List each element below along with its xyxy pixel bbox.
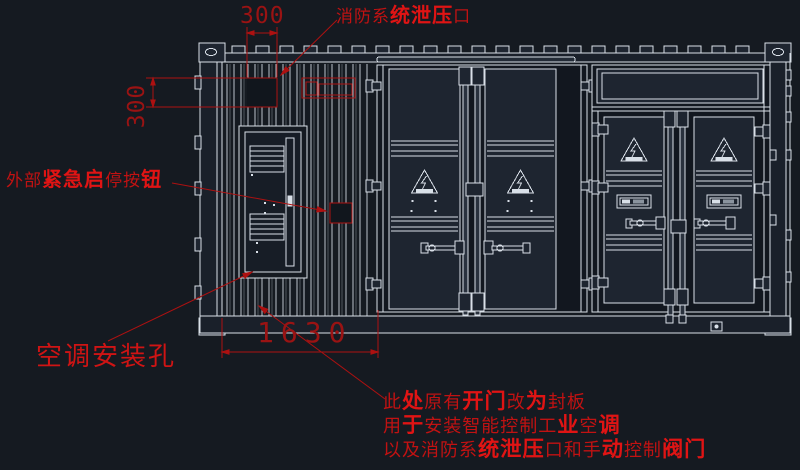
right-left-door-leaf [606,136,666,251]
ac-hole-leader [107,271,254,342]
relief-port-label: 消防系统泄压口 [336,5,472,27]
warning-triangle [506,168,535,194]
dim-left-300-lines [146,76,278,109]
relief-port-hole [247,78,277,107]
note-line-2: 用于安装智能控制工业空调 [383,413,621,437]
middle-door-section [365,56,597,316]
right-corner-post [768,53,792,333]
warning-triangle [620,136,648,162]
emergency-stop-label: 外部紧急启停按钮 [6,169,163,191]
container-linework [194,42,792,336]
right-door-section [591,64,771,324]
relief-port-marker [301,77,356,99]
right-door-hinges [591,122,771,291]
right-right-door-leaf [693,136,752,251]
ac-install-panel [238,125,308,279]
emergency-stop-marker [171,182,353,224]
note-leader [257,304,386,400]
red-annotation-linework [107,19,386,400]
warning-triangle [410,168,439,194]
relief-leader [279,19,338,77]
middle-left-door-leaf [391,140,465,255]
ac-install-hole-label: 空调安装孔 [36,342,177,371]
bottom-rail [199,315,791,334]
middle-right-door-leaf [483,140,554,255]
modification-note: 此处原有开门改为封板 用于安装智能控制工业空调 以及消防系统泄压口和手动控制阀门 [383,389,707,463]
dim-bottom-1630-lines [220,310,380,358]
warning-triangle [710,136,738,162]
note-line-1: 此处原有开门改为封板 [383,389,586,413]
dim-left-300-text: 300 [124,83,150,129]
dim-top-300-text: 300 [240,3,285,29]
dim-top-300-lines [245,27,279,77]
note-line-3: 以及消防系统泄压口和手动控制阀门 [383,437,707,461]
dim-bottom-1630-text: 1630 [257,316,353,349]
